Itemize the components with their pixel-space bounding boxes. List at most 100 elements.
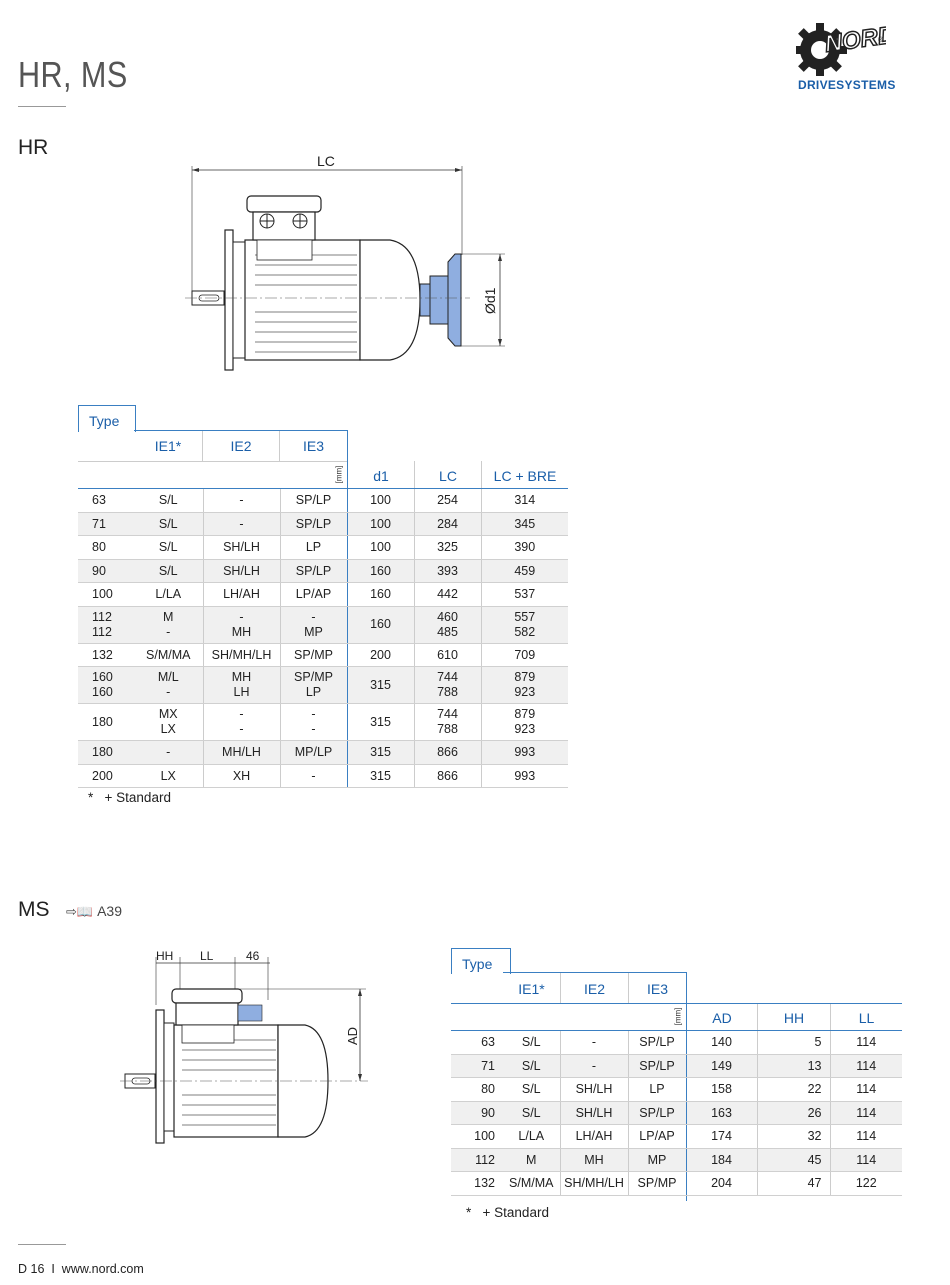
cell-ie2: SH/MH/LH (560, 1171, 629, 1196)
cell-d1: 100 (347, 489, 415, 513)
cell-ie3: LP/AP (628, 1124, 687, 1149)
cell-lcbre: 345 (481, 512, 568, 536)
footer-url[interactable]: www.nord.com (61, 1262, 144, 1276)
cell-lcbre: 557 582 (481, 606, 568, 644)
cell-lc: 866 (414, 740, 482, 765)
cell-d1: 200 (347, 643, 415, 667)
cell-ie3: - MP (280, 606, 348, 644)
cell-ie2: SH/LH (203, 559, 281, 583)
cell-d1: 160 (347, 582, 415, 607)
cell-ie2: SH/LH (560, 1101, 629, 1125)
cell-size: 180 (78, 703, 134, 741)
cell-ll: 122 (830, 1171, 902, 1196)
cell-lc: 284 (414, 512, 482, 536)
cell-size: 80 (451, 1077, 503, 1102)
cell-hh: 5 (757, 1031, 831, 1055)
cell-d1: 315 (347, 740, 415, 765)
cell-hh: 32 (757, 1124, 831, 1149)
hr-unit-label: [mm] (334, 465, 344, 484)
cell-ie1: L/LA (134, 582, 204, 607)
cell-ie3: - (280, 764, 348, 788)
cell-lcbre: 993 (481, 764, 568, 788)
cell-ie3: MP (628, 1148, 687, 1172)
cell-lcbre: 390 (481, 535, 568, 560)
cell-ie2: - - (203, 703, 281, 741)
cell-lc: 866 (414, 764, 482, 788)
arrow-book-icon: ⇨📖 (66, 904, 94, 919)
hr-header-lcbre: LC + BRE (493, 468, 557, 484)
nord-logo: NORD ® DRIVESYSTEMS (793, 20, 898, 92)
ms-reference[interactable]: ⇨📖A39 (66, 903, 123, 919)
cell-ie1: L/LA (503, 1124, 561, 1149)
dim46-label: 46 (246, 949, 260, 963)
cell-ie2: - (560, 1054, 629, 1078)
cell-lcbre: 879 923 (481, 703, 568, 741)
cell-lcbre: 993 (481, 740, 568, 765)
cell-d1: 100 (347, 512, 415, 536)
ms-header-ie3: IE3 (646, 981, 668, 997)
cell-d1: 315 (347, 703, 415, 741)
ms-header-ie2: IE2 (583, 981, 605, 997)
cell-size: 200 (78, 764, 134, 788)
cell-ie1: S/M/MA (503, 1171, 561, 1196)
cell-size: 90 (451, 1101, 503, 1125)
cell-ll: 114 (830, 1054, 902, 1078)
cell-lcbre: 459 (481, 559, 568, 583)
cell-ie1: LX (134, 764, 204, 788)
cell-size: 100 (451, 1124, 503, 1149)
footer-separator: I (51, 1262, 55, 1276)
cell-d1: 100 (347, 535, 415, 560)
cell-ie3: SP/LP (280, 559, 348, 583)
cell-size: 160 160 (78, 666, 134, 704)
footer-divider (18, 1244, 66, 1245)
cell-ad: 149 (686, 1054, 758, 1078)
cell-d1: 160 (347, 606, 415, 644)
ms-type-tab: Type (451, 948, 511, 974)
cell-size: 180 (78, 740, 134, 765)
cell-ie3: SP/LP (280, 512, 348, 536)
cell-ie1: S/L (503, 1054, 561, 1078)
ms-footnote: * + Standard (466, 1205, 549, 1220)
cell-ie1: S/L (503, 1031, 561, 1055)
ll-dim-label: LL (200, 949, 214, 963)
cell-hh: 47 (757, 1171, 831, 1196)
cell-ie3: LP (280, 535, 348, 560)
cell-ll: 114 (830, 1031, 902, 1055)
cell-size: 100 (78, 582, 134, 607)
lc-dim-label: LC (317, 153, 335, 169)
cell-ie2: SH/LH (560, 1077, 629, 1102)
section-label-ms: MS (18, 898, 50, 921)
section-label-hr: HR (18, 136, 49, 159)
cell-ie3: SP/MP (628, 1171, 687, 1196)
ms-header-ll: LL (858, 1010, 875, 1026)
cell-ie2: - MH (203, 606, 281, 644)
cell-ie2: - (203, 512, 281, 536)
cell-ie3: SP/MP (280, 643, 348, 667)
cell-ie3: SP/LP (628, 1101, 687, 1125)
cell-ie3: LP/AP (280, 582, 348, 607)
cell-size: 71 (78, 512, 134, 536)
cell-size: 80 (78, 535, 134, 560)
cell-hh: 13 (757, 1054, 831, 1078)
gear-logo-icon: NORD ® (793, 21, 898, 77)
cell-lc: 325 (414, 535, 482, 560)
cell-ad: 158 (686, 1077, 758, 1102)
svg-text:®: ® (878, 36, 884, 44)
cell-lcbre: 879 923 (481, 666, 568, 704)
cell-hh: 45 (757, 1148, 831, 1172)
cell-ie2: MH/LH (203, 740, 281, 765)
cell-ie2: LH/AH (203, 582, 281, 607)
cell-ll: 114 (830, 1077, 902, 1102)
